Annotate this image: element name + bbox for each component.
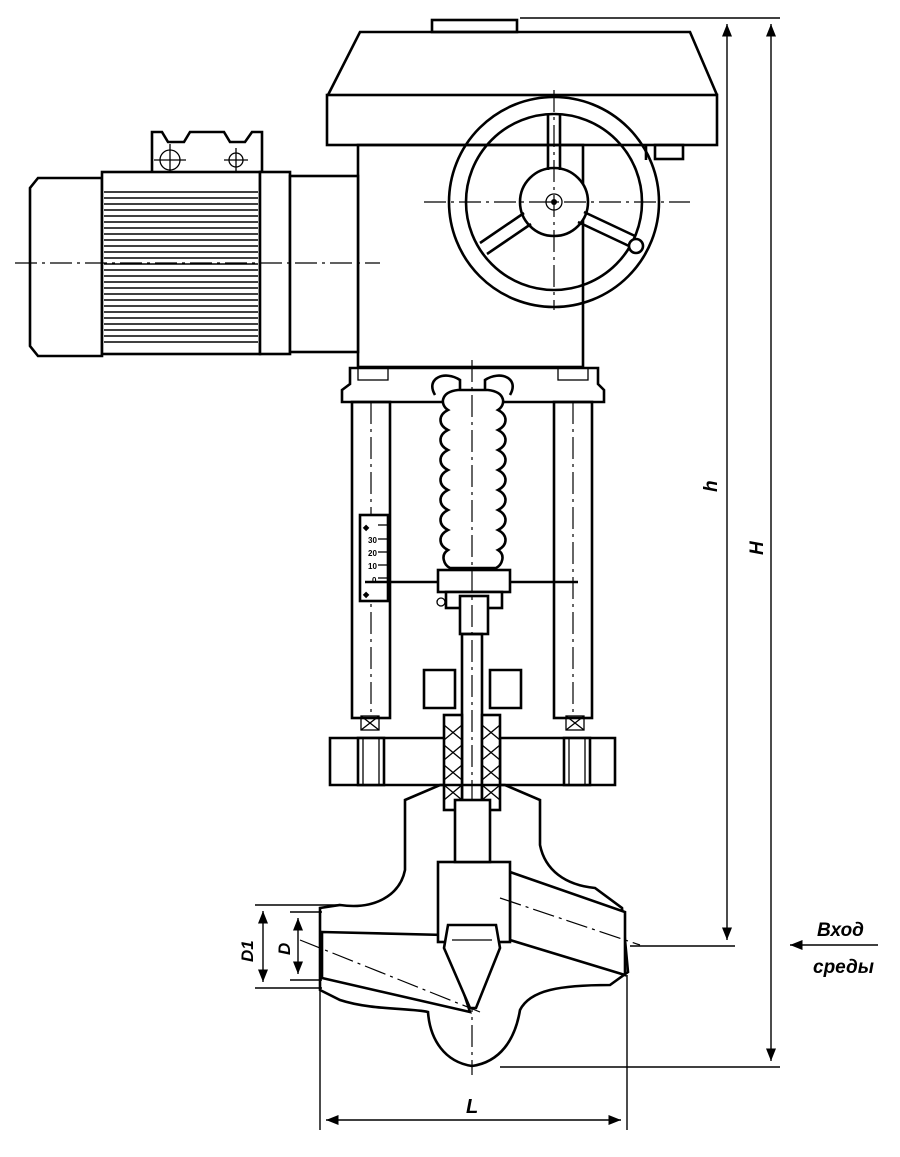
yoke: ◆ 30 20 10 0 ◆	[340, 366, 606, 731]
handwheel	[424, 90, 690, 310]
dimension-L-label: L	[466, 1096, 478, 1118]
flow-label-line2: среды	[813, 957, 874, 978]
scale-label-10: 10	[368, 562, 377, 571]
dimension-D-label: D	[275, 943, 294, 955]
scale-label-0: 0	[372, 576, 377, 585]
flow-label-line1: Вход	[817, 920, 864, 941]
dimension-H-label: H	[747, 540, 768, 555]
motor-fins	[104, 191, 258, 343]
dimension-D1-label: D1	[238, 940, 257, 962]
scale-label-20: 20	[368, 549, 377, 558]
dimension-h-label: h	[701, 480, 722, 492]
stem-assembly	[431, 360, 514, 1075]
electric-motor	[15, 130, 380, 358]
scale-mark-1: ◆	[362, 523, 370, 532]
scale-label-30: 30	[368, 536, 377, 545]
valve-body	[299, 783, 641, 1068]
scale-mark-2: ◆	[362, 590, 370, 599]
flow-direction: Вход среды	[790, 920, 878, 978]
dimensions: h H L D1 D	[238, 17, 780, 1130]
